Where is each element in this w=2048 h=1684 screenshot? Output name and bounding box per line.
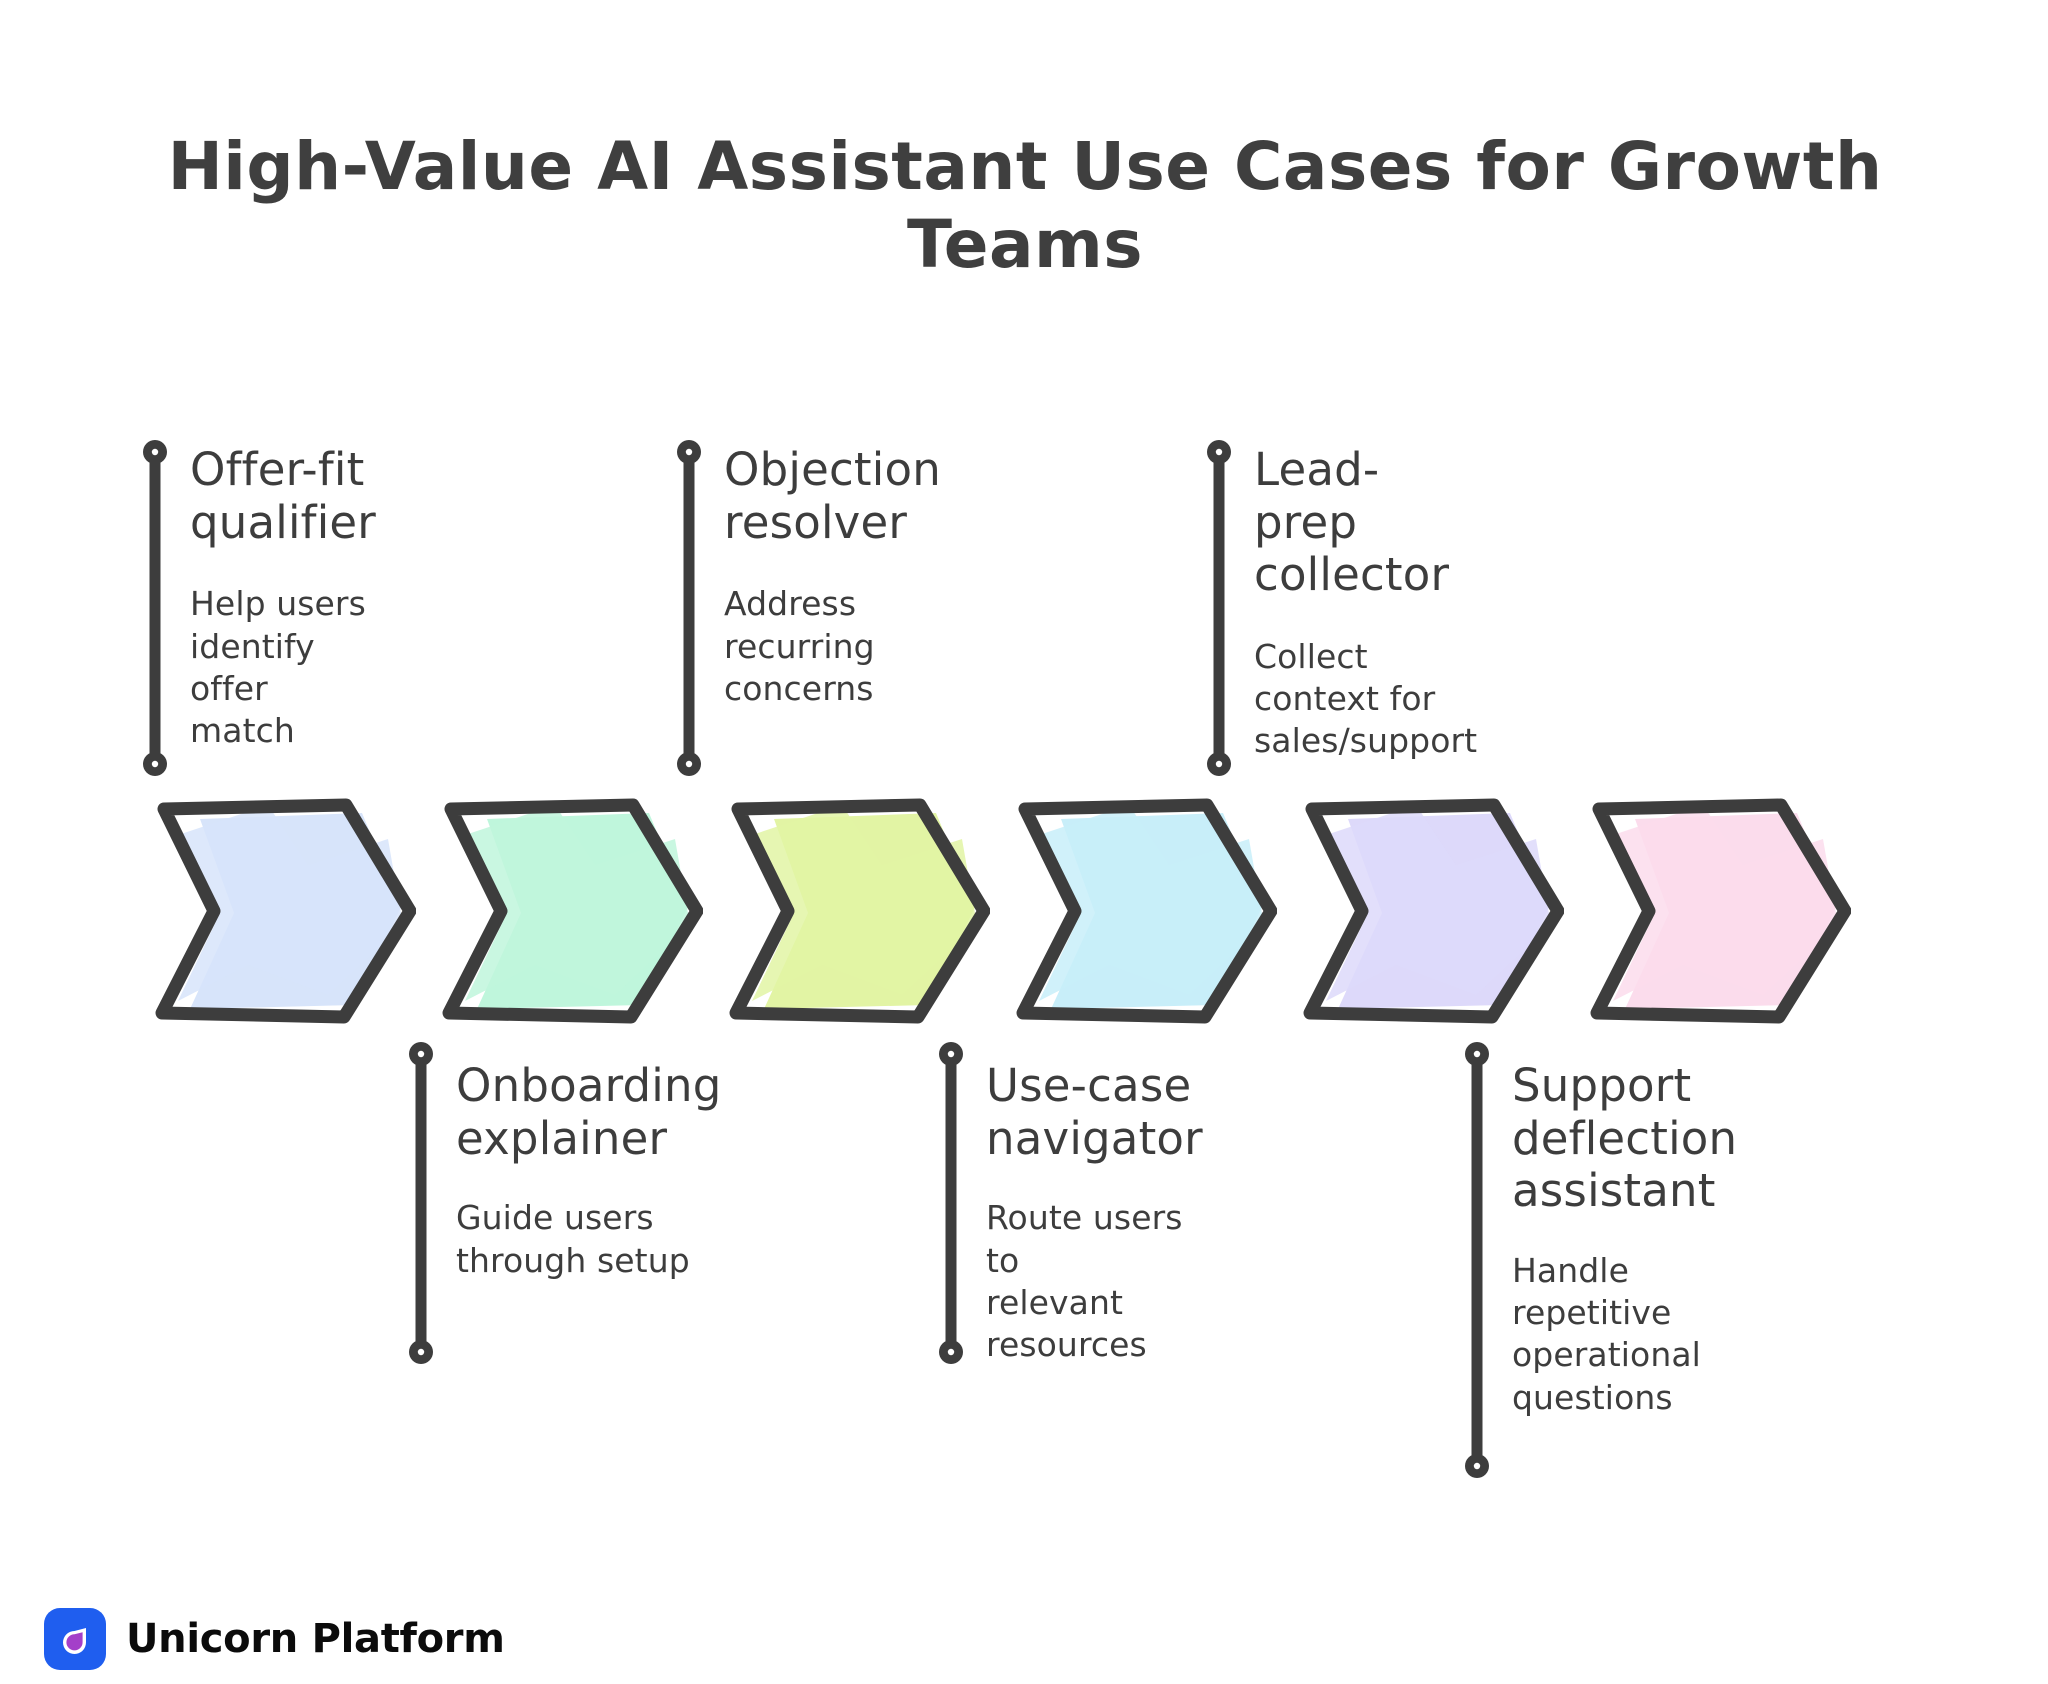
brand-footer: Unicorn Platform xyxy=(44,1608,505,1670)
connector-line-step-5 xyxy=(1202,438,1236,778)
step-description-2: Guide users through setup xyxy=(456,1198,690,1280)
brand-name: Unicorn Platform xyxy=(126,1616,505,1662)
chevron-sketch-fill-6 xyxy=(1613,805,1838,1009)
step-description-5: Collect context for sales/support xyxy=(1254,636,1478,761)
step-heading-1: Offer-fit qualifier xyxy=(190,443,376,549)
chevron-step-4[interactable] xyxy=(1009,795,1277,1027)
step-heading-3: Objection resolver xyxy=(724,443,941,549)
page-title: High-Value AI Assistant Use Cases for Gr… xyxy=(167,128,1883,283)
chevron-sketch-fill-2 xyxy=(465,805,690,1009)
chevron-outline-5 xyxy=(1303,798,1564,1024)
chevron-sketch-fill-3 xyxy=(752,805,977,1009)
chevron-step-5[interactable] xyxy=(1296,795,1564,1027)
step-description-4: Route users to relevant resources xyxy=(986,1198,1183,1364)
chevron-step-2[interactable] xyxy=(435,795,703,1027)
chevron-outline-4 xyxy=(1016,798,1277,1024)
callout-text-step-4: Use-case navigator Route users to releva… xyxy=(986,1040,1203,1366)
step-heading-2: Onboarding explainer xyxy=(456,1059,722,1165)
chevron-outline-2 xyxy=(442,798,703,1024)
chevron-row xyxy=(148,795,1868,1027)
chevron-outline-3 xyxy=(729,798,990,1024)
callout-text-step-1: Offer-fit qualifier Help users identify … xyxy=(190,438,376,752)
chevron-step-3[interactable] xyxy=(722,795,990,1027)
connector-line-step-1 xyxy=(138,438,172,778)
callout-text-step-6: Support deflection assistant Handle repe… xyxy=(1512,1040,1737,1419)
connector-line-step-2 xyxy=(404,1040,438,1366)
connector-line-step-4 xyxy=(934,1040,968,1366)
connector-line-step-6 xyxy=(1460,1040,1494,1480)
step-description-3: Address recurring concerns xyxy=(724,584,875,708)
connector-line-step-3 xyxy=(672,438,706,778)
step-heading-6: Support deflection assistant xyxy=(1512,1059,1738,1218)
step-heading-5: Lead-prep collector xyxy=(1254,443,1450,602)
chevron-step-6[interactable] xyxy=(1583,795,1851,1027)
step-description-1: Help users identify offer match xyxy=(190,584,366,750)
chevron-sketch-fill-4 xyxy=(1039,805,1264,1009)
step-heading-4: Use-case navigator xyxy=(986,1059,1203,1165)
callout-text-step-5: Lead-prep collector Collect context for … xyxy=(1254,438,1477,763)
callout-text-step-3: Objection resolver Address recurring con… xyxy=(724,438,941,710)
chevron-sketch-fill-5 xyxy=(1326,805,1551,1009)
step-description-6: Handle repetitive operational questions xyxy=(1512,1250,1701,1417)
chevron-outline-6 xyxy=(1590,798,1851,1024)
callout-text-step-2: Onboarding explainer Guide users through… xyxy=(456,1040,721,1282)
chevron-step-1[interactable] xyxy=(148,795,416,1027)
unicorn-droplet-logo-icon xyxy=(44,1608,106,1670)
chevron-sketch-fill-1 xyxy=(178,805,403,1009)
chevron-outline-1 xyxy=(155,798,416,1024)
